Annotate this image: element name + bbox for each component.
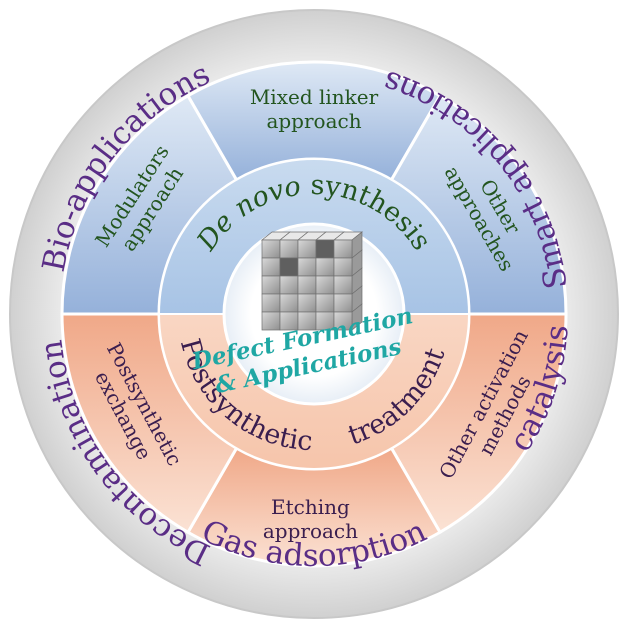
cube-face-tile xyxy=(261,239,281,259)
cube-defect-tile xyxy=(315,239,335,259)
cube-face-tile xyxy=(333,275,353,295)
cube-face-tile xyxy=(261,257,281,277)
cube-face-tile xyxy=(279,275,299,295)
label-etching-approach-line-1: Etching xyxy=(271,495,350,519)
label-mixed-linker-approach-line-1: Mixed linker xyxy=(250,85,379,109)
cube-face-tile xyxy=(333,239,353,259)
cube-face-tile xyxy=(315,257,335,277)
cube-face-tile xyxy=(315,293,335,313)
cube-face-tile xyxy=(297,293,317,313)
cube-face-tile xyxy=(261,293,281,313)
mof-cube-icon xyxy=(261,231,363,331)
cube-defect-tile xyxy=(279,257,299,277)
cube-face-tile xyxy=(279,293,299,313)
cube-face-tile xyxy=(333,311,353,331)
cube-face-tile xyxy=(333,293,353,313)
cube-face-tile xyxy=(297,239,317,259)
cube-face-tile xyxy=(315,275,335,295)
cube-face-tile xyxy=(333,257,353,277)
cube-face-tile xyxy=(297,257,317,277)
cube-face-tile xyxy=(279,239,299,259)
label-mixed-linker-approach-line-2: approach xyxy=(266,109,361,133)
label-etching-approach-line-2: approach xyxy=(263,519,358,543)
cube-face-tile xyxy=(297,275,317,295)
cube-face-tile xyxy=(261,311,281,331)
cube-face-tile xyxy=(261,275,281,295)
